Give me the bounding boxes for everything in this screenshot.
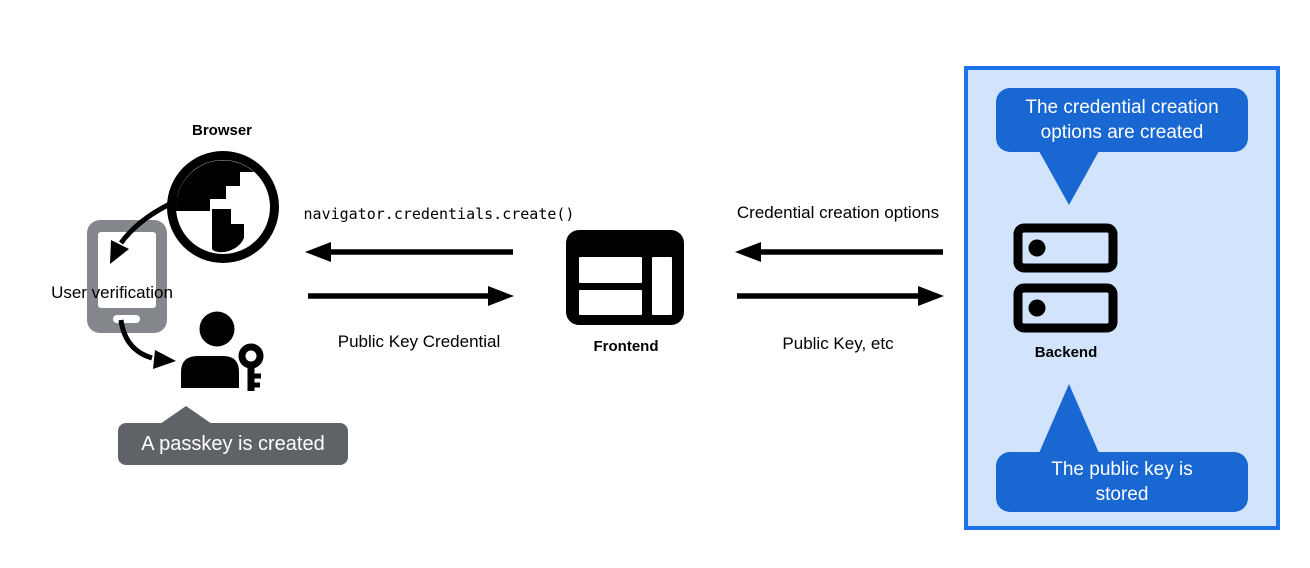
- api-call-label: navigator.credentials.create(): [303, 205, 575, 223]
- backend-label: Backend: [1034, 344, 1098, 361]
- arrow-backend-to-frontend: [735, 242, 943, 262]
- public-key-credential-label: Public Key Credential: [337, 332, 501, 351]
- arrow-frontend-to-backend: [737, 286, 944, 306]
- public-key-etc-label: Public Key, etc: [782, 334, 894, 353]
- server-icon: [1013, 223, 1118, 333]
- arrow-phone-to-user: [118, 319, 176, 369]
- globe-icon: [167, 151, 279, 263]
- tooltip-text: The credential creation: [1025, 97, 1219, 118]
- browser-label: Browser: [191, 122, 253, 139]
- user-with-key-icon: [181, 311, 264, 391]
- browser-window-icon: [566, 230, 684, 325]
- arrow-browser-to-frontend: [308, 286, 514, 306]
- arrow-browser-to-phone: [110, 193, 189, 264]
- tooltip-text: stored: [1095, 484, 1149, 505]
- public-key-stored-tooltip: The public key is stored: [996, 384, 1248, 512]
- arrow-frontend-to-browser: [305, 242, 513, 262]
- credential-creation-options-label: Credential creation options: [736, 203, 940, 222]
- passkey-created-tooltip: A passkey is created: [118, 406, 348, 465]
- tooltip-text: The public key is: [1051, 459, 1193, 480]
- options-created-tooltip: The credential creation options are crea…: [996, 88, 1248, 205]
- user-verification-label: User verification: [51, 283, 173, 302]
- tooltip-text: A passkey is created: [141, 432, 325, 455]
- frontend-label: Frontend: [593, 338, 659, 355]
- tooltip-text: options are created: [1040, 122, 1204, 143]
